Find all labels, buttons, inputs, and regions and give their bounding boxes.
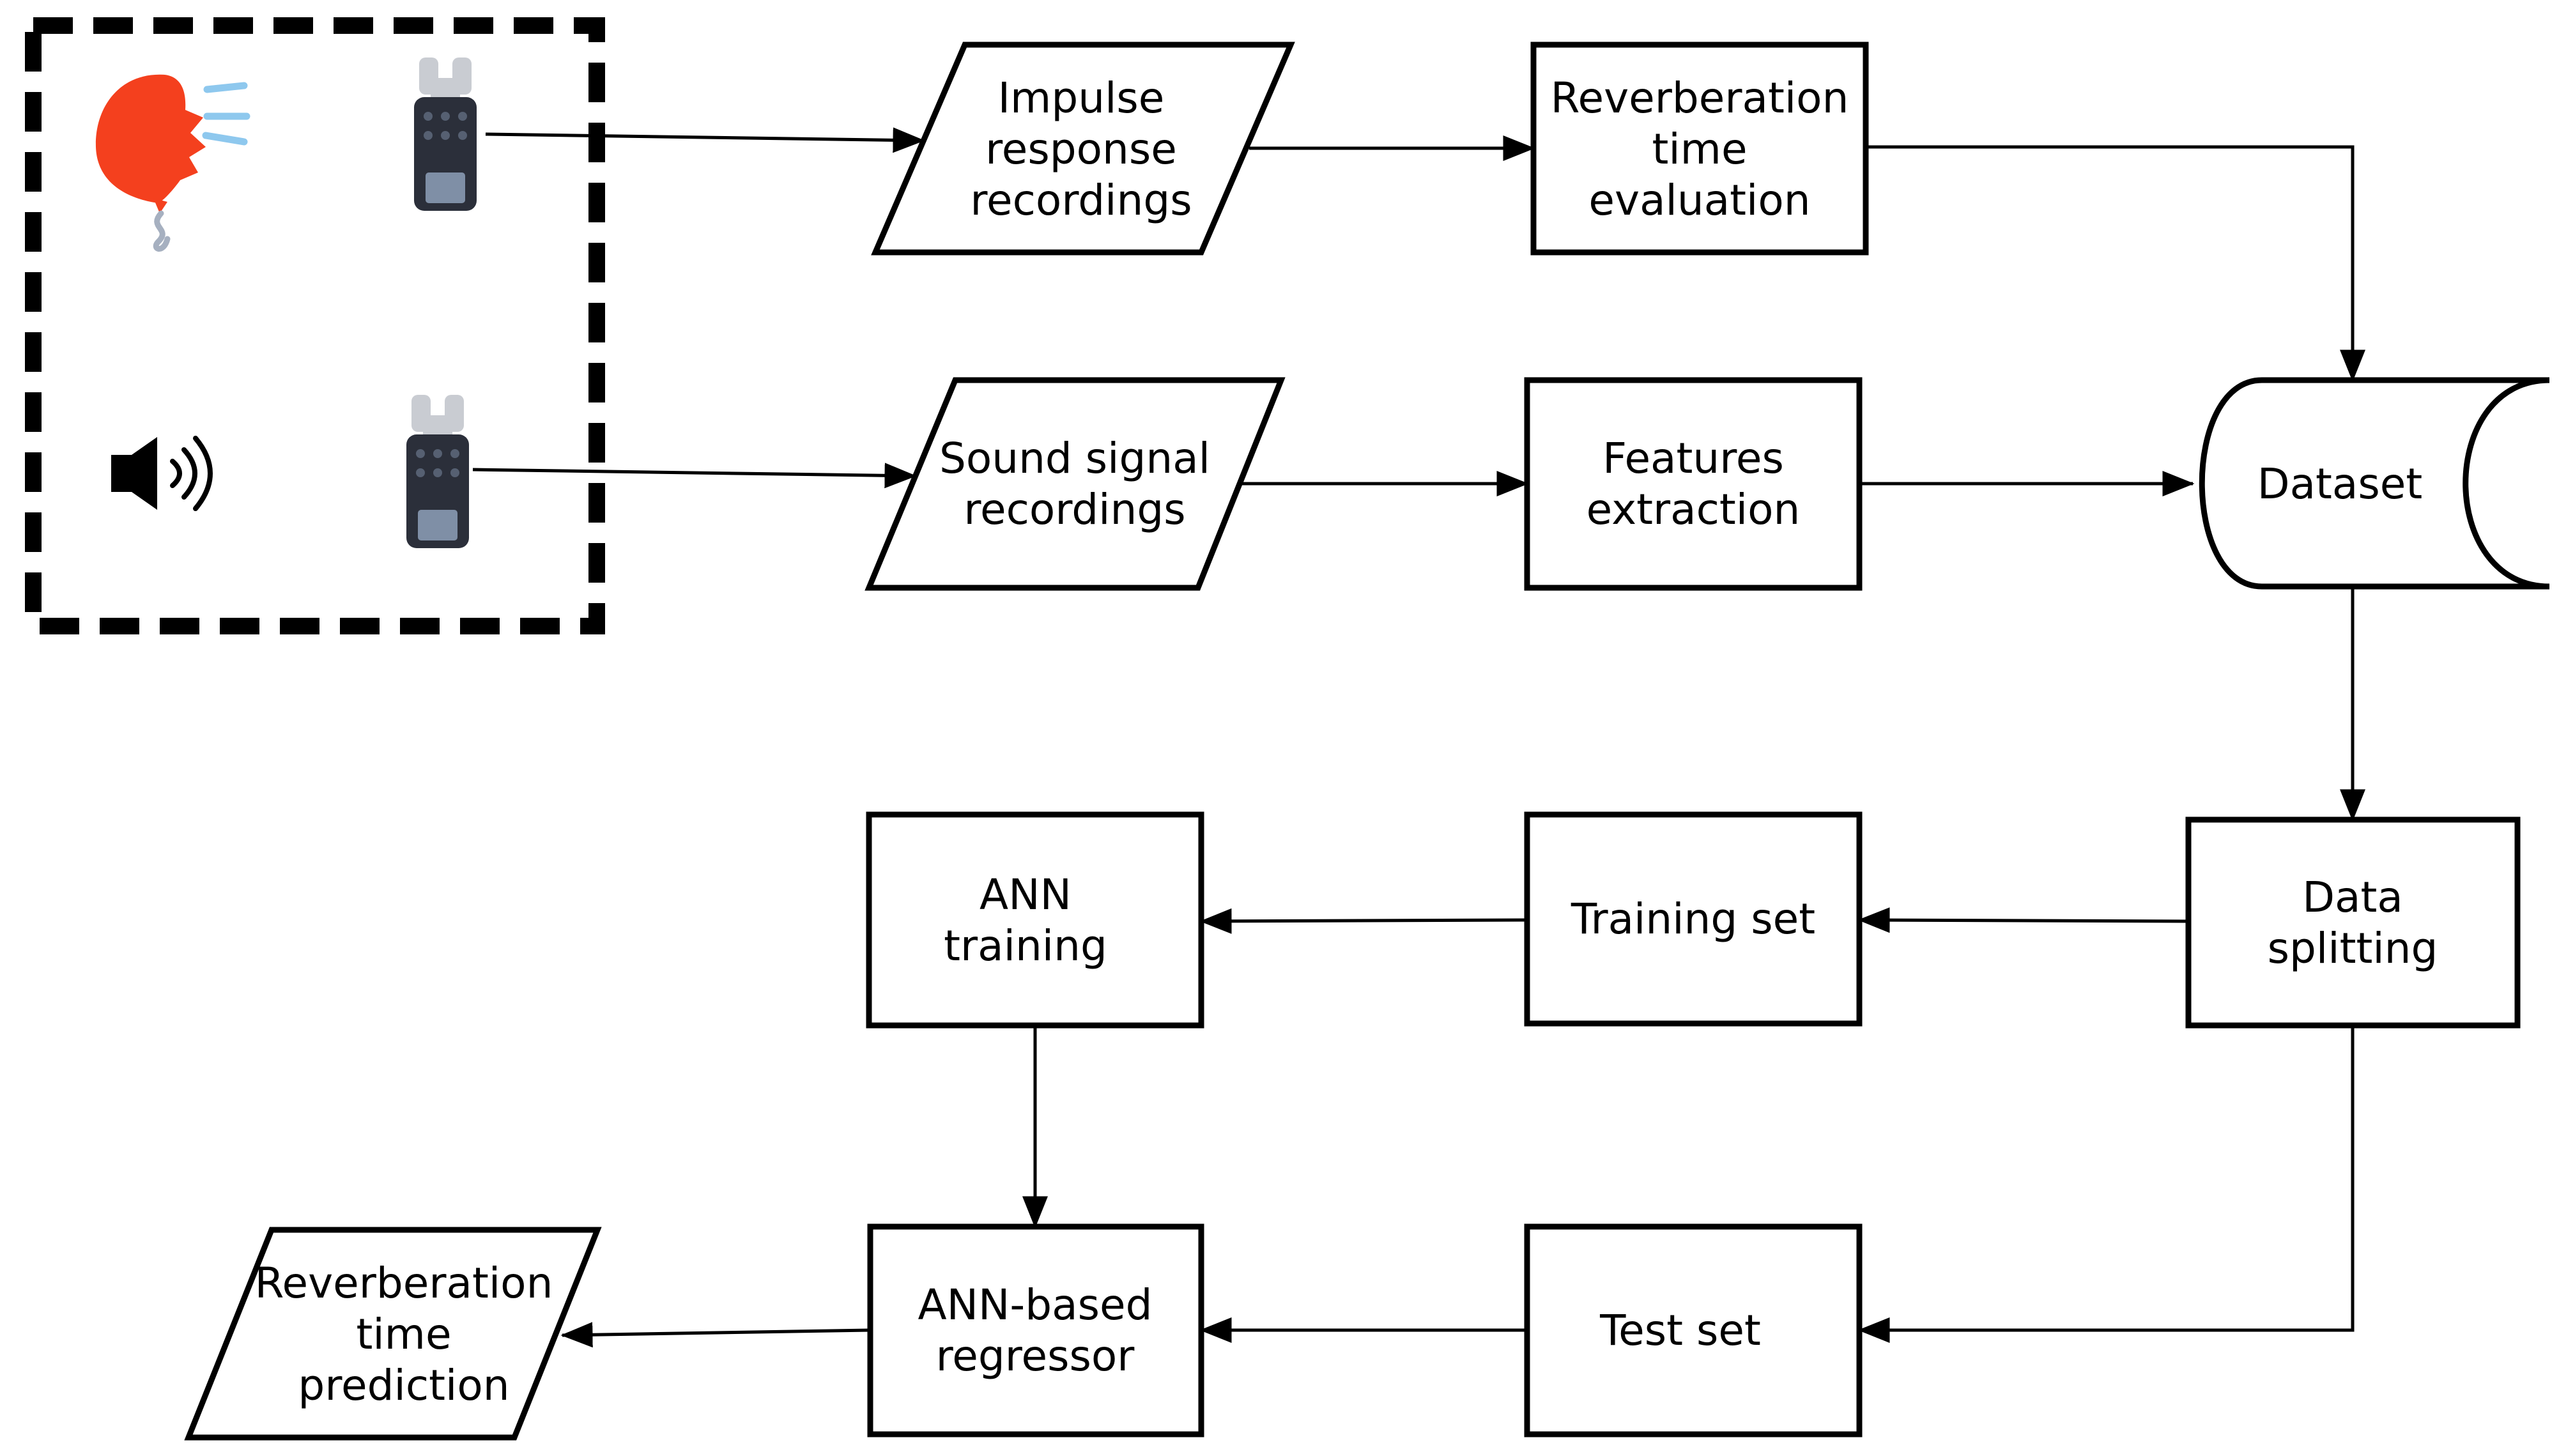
node-test-set-label: Test set [1599,1306,1761,1355]
edge-recorder-to-sound [472,463,917,489]
audio-recorder-icon-bottom [406,395,469,548]
label-line: regressor [936,1331,1135,1381]
node-dataset: Dataset [2199,377,2550,590]
edge-recorder-to-impulse [485,127,925,153]
edge-regressor-to-prediction [560,1322,871,1348]
label-line: time [356,1310,451,1359]
edge-evaluation-to-dataset [1866,145,2365,382]
label-line: splitting [2268,924,2438,973]
label-line: Features [1602,434,1784,483]
label-line: evaluation [1588,176,1810,225]
label-line: time [1652,125,1747,174]
node-dataset-label: Dataset [2257,459,2422,509]
label-line: extraction [1587,485,1801,534]
label-line: Test set [1599,1306,1761,1355]
edges [472,127,2365,1348]
edge-splitting-to-test-set [1857,1025,2355,1343]
label-line: Sound signal [939,434,1210,483]
equipment-group [25,17,605,634]
equipment-frame [25,17,605,634]
node-training-set: Training set [1524,811,1863,1027]
node-training-set-label: Training set [1571,894,1815,944]
node-test-set: Test set [1524,1223,1863,1437]
label-line: training [944,921,1107,970]
label-line: response [985,125,1177,174]
speaker-icon [111,436,213,511]
label-line: Reverberation [255,1259,553,1308]
balloon-pop-icon [95,74,250,252]
edge-splitting-to-training-set [1857,907,2189,933]
label-line: ANN [980,870,1072,919]
label-line: Dataset [2257,459,2422,509]
label-line: Training set [1571,894,1815,944]
label-line: Reverberation [1551,73,1849,123]
label-line: recordings [970,176,1192,225]
label-line: ANN-based [918,1280,1153,1330]
label-line: Impulse [998,73,1165,123]
edge-training-set-to-ann-training [1199,908,1528,934]
label-line: Data [2302,873,2403,922]
audio-recorder-icon-top [414,57,477,211]
label-line: prediction [298,1361,509,1410]
label-line: recordings [964,485,1185,534]
